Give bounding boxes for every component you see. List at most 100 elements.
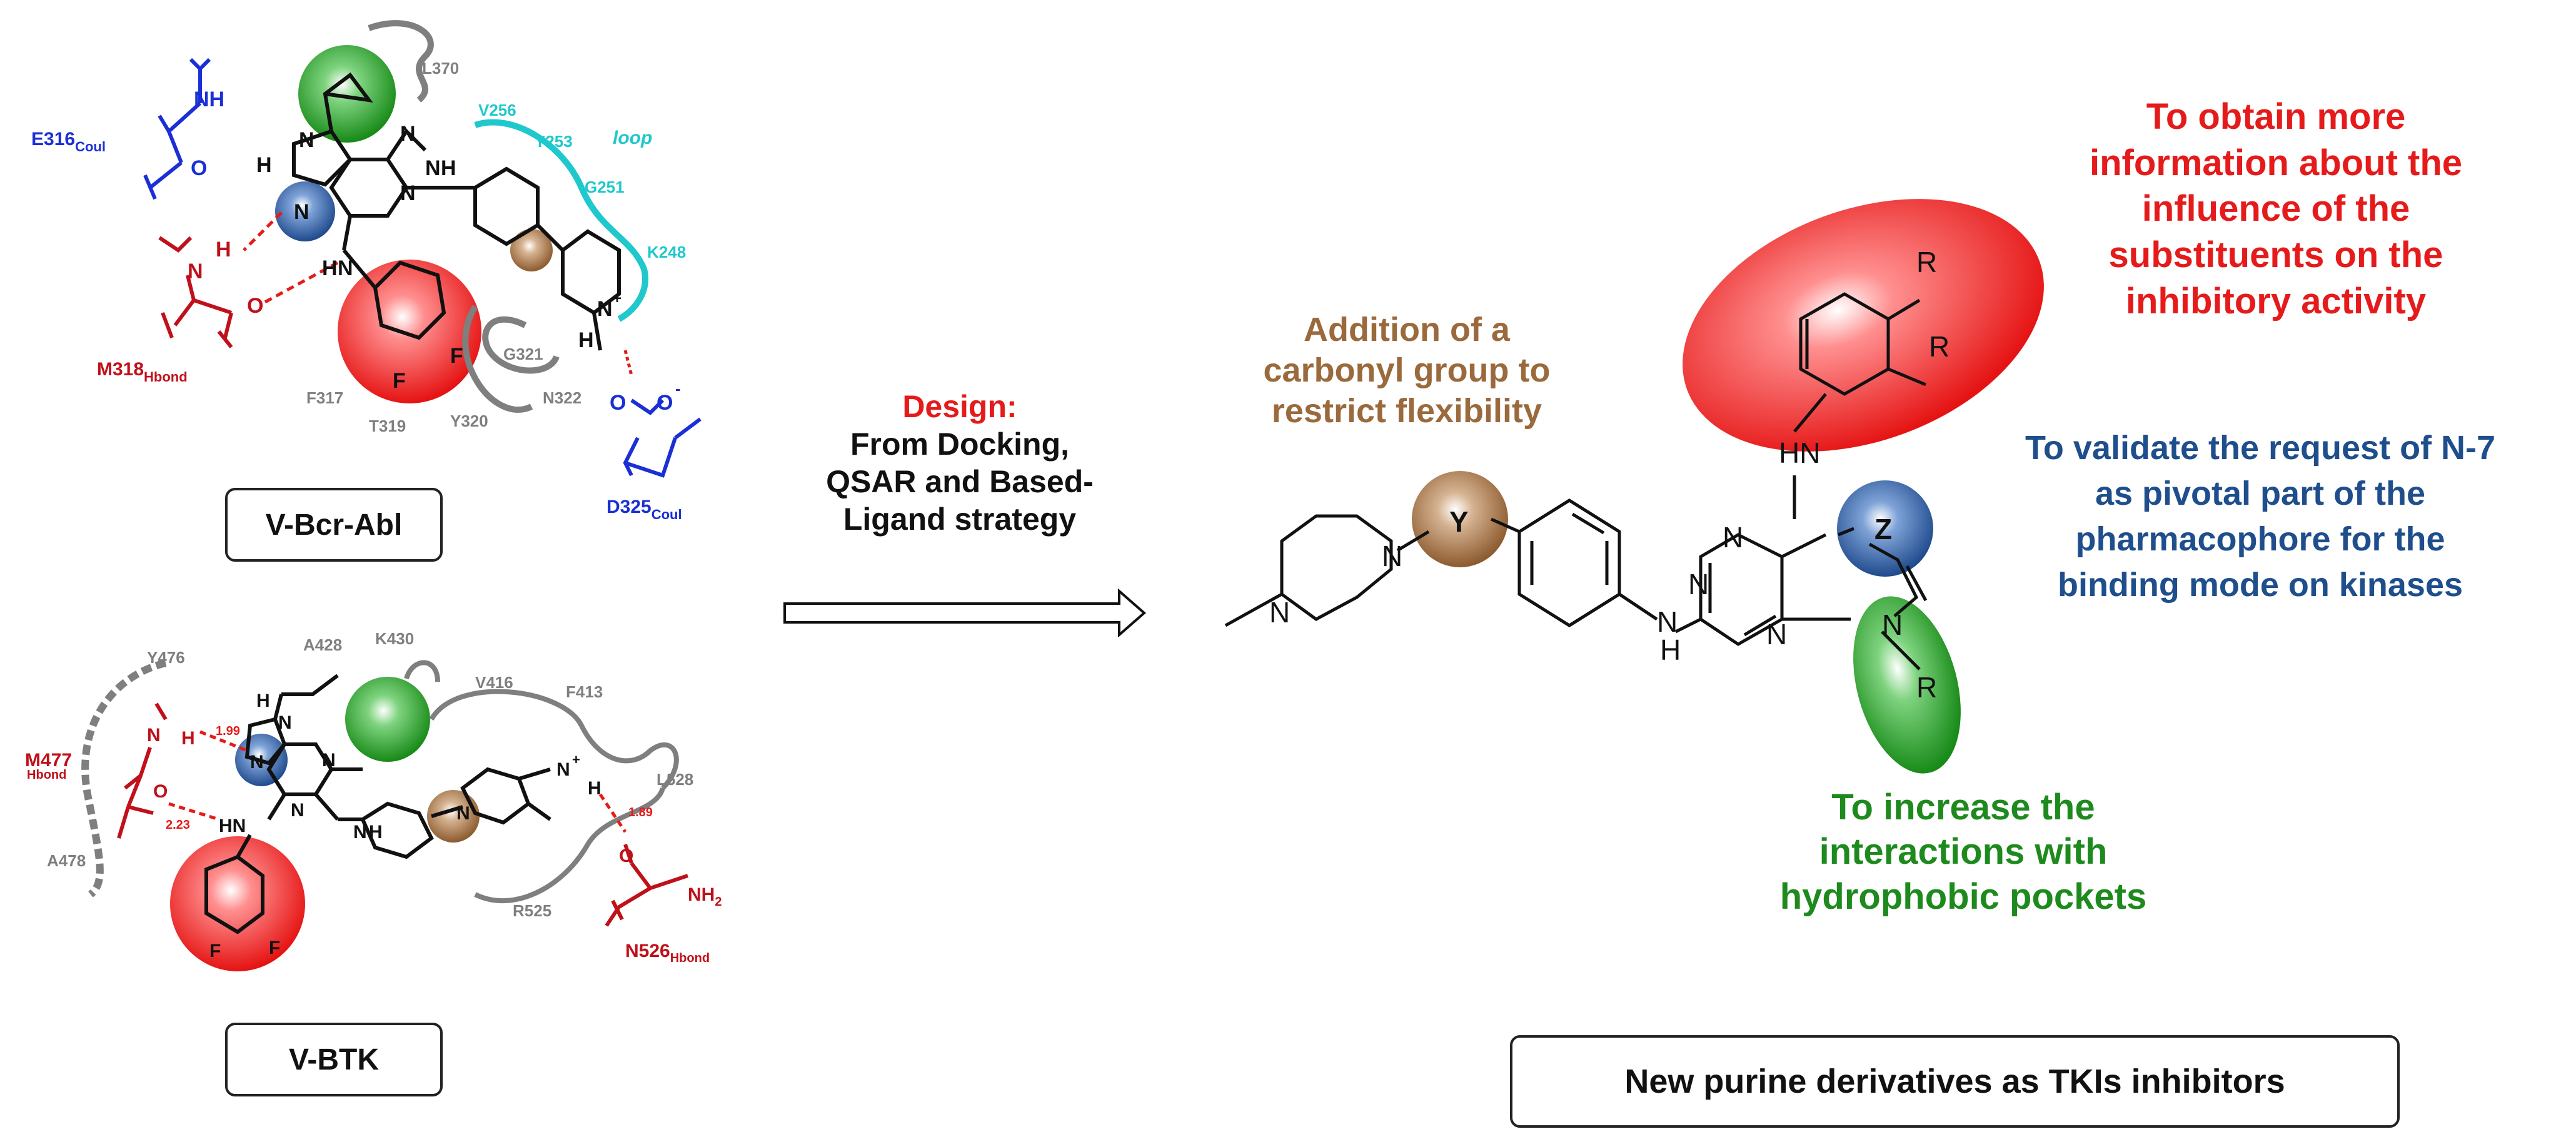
bcr-abl-panel: H N N N N H N N H F F N + H NH O O O - N… <box>31 20 702 522</box>
difluorophenyl-blob <box>338 260 481 403</box>
label-d325: D325Coul <box>606 497 682 522</box>
atom-n-link: N <box>425 156 441 180</box>
new-atom-n-pyr3: N <box>1766 618 1787 650</box>
btk-atom-n-pur1: N <box>322 750 336 771</box>
atom-f1: F <box>393 369 406 393</box>
validate-line-1: To validate the request of N-7 <box>2025 429 2496 467</box>
addition-line-3: restrict flexibility <box>1271 392 1542 430</box>
increase-line-3: hydrophobic pockets <box>1779 876 2147 917</box>
atom-n9: N <box>299 128 314 152</box>
btk-label-y476: Y476 <box>147 648 185 667</box>
new-atom-n-link: N <box>1657 605 1678 638</box>
z-position-blob <box>1837 480 1933 577</box>
btk-label-l528: L528 <box>657 770 693 789</box>
atom-plus: + <box>613 290 621 307</box>
n7-blob <box>275 181 335 241</box>
addition-text: Addition of a carbonyl group to restrict… <box>1213 310 1601 431</box>
label-loop: loop <box>613 128 652 148</box>
atom-h-pip: H <box>578 328 594 352</box>
btk-label-v416: V416 <box>475 673 513 692</box>
btk-dist-3: 1.89 <box>628 806 653 819</box>
obtain-line-5: inhibitory activity <box>2125 280 2427 321</box>
bcr-abl-label-box: V-Bcr-Abl <box>225 488 443 562</box>
btk-atom-h-pip: H <box>588 778 601 799</box>
btk-atom-f2: F <box>269 938 280 958</box>
label-v256: V256 <box>478 101 516 119</box>
bottom-caption: New purine derivatives as TKIs inhibitor… <box>1624 1063 2285 1100</box>
validate-line-4: binding mode on kinases <box>2057 565 2463 604</box>
atom-o-minus: O <box>657 391 673 415</box>
btk-label: V-BTK <box>289 1043 379 1076</box>
increase-line-1: To increase the <box>1831 787 2095 828</box>
new-scaffold-panel: N N Y N H N N N HN Z N R R R <box>1224 199 2044 774</box>
btk-atom-n-pip: N <box>456 803 470 824</box>
atom-h-anil: H <box>322 256 338 280</box>
design-text-block: Design: From Docking, QSAR and Based- Li… <box>810 388 1110 538</box>
label-k248: K248 <box>647 243 686 261</box>
bottom-caption-box: New purine derivatives as TKIs inhibitor… <box>1510 1035 2400 1128</box>
atom-o-e316: O <box>191 156 207 180</box>
design-line-3: Ligand strategy <box>843 502 1077 537</box>
label-n322: N322 <box>543 388 581 407</box>
atom-n-ring-a: N <box>400 122 416 146</box>
piperazine-blob <box>510 229 553 271</box>
increase-text: To increase the interactions with hydrop… <box>1738 785 2188 919</box>
design-line-2: QSAR and Based- <box>826 464 1094 499</box>
label-e316: E316Coul <box>31 129 106 154</box>
btk-label-r525: R525 <box>513 901 551 920</box>
btk-cyclopropyl-blob <box>345 677 430 762</box>
atom-o-m318: O <box>247 294 263 318</box>
validate-text: To validate the request of N-7 as pivota… <box>1979 425 2542 608</box>
atom-h8: H <box>256 153 272 177</box>
atom-h-m318: H <box>216 238 231 261</box>
label-y320: Y320 <box>450 412 488 430</box>
new-atom-z: Z <box>1874 513 1892 545</box>
atom-f2: F <box>450 344 463 368</box>
obtain-line-1: To obtain more <box>2146 96 2406 137</box>
increase-line-2: interactions with <box>1819 831 2108 873</box>
btk-dist-2: 2.23 <box>166 818 190 832</box>
btk-atom-n-link: N <box>353 822 367 843</box>
btk-atom-n7: N <box>250 752 264 772</box>
cyclopropyl-blob <box>298 45 396 143</box>
btk-atom-o-amide: O <box>619 846 633 866</box>
new-atom-n9: N <box>1882 609 1903 641</box>
label-t319: T319 <box>369 417 406 435</box>
validate-line-3: pharmacophore for the <box>2075 520 2445 558</box>
atom-minus: - <box>675 379 681 398</box>
atom-n-plus: N <box>597 297 613 321</box>
design-label: Design: <box>902 389 1017 424</box>
obtain-line-4: substituents on the <box>2108 234 2443 275</box>
atom-hn-anil: N <box>338 256 353 280</box>
btk-label-a428: A428 <box>303 635 342 654</box>
btk-atom-h-m: H <box>181 728 195 749</box>
design-line-1: From Docking, <box>850 427 1070 462</box>
label-l370: L370 <box>422 59 459 78</box>
btk-panel: H N N N N HN N H N N + H F F N H O O NH2… <box>25 629 722 971</box>
obtain-line-3: influence of the <box>2141 188 2410 230</box>
new-atom-n-pip2: N <box>1382 540 1402 572</box>
btk-label-k430: K430 <box>375 629 414 648</box>
addition-line-1: Addition of a <box>1304 311 1510 348</box>
new-atom-n-pyr1: N <box>1723 521 1743 554</box>
btk-label-box: V-BTK <box>225 1023 443 1096</box>
new-atom-y: Y <box>1449 505 1469 538</box>
new-atom-r-top: R <box>1916 246 1937 278</box>
new-atom-r-n: R <box>1916 671 1937 704</box>
label-y253: Y253 <box>535 132 573 151</box>
btk-atom-n-m: N <box>147 725 161 746</box>
atom-n-ring-b: N <box>400 181 416 205</box>
atom-nh-top: NH <box>194 88 224 111</box>
atom-o-asp: O <box>610 391 626 415</box>
obtain-line-2: information about the <box>2089 142 2463 183</box>
btk-difluorophenyl-blob <box>170 836 305 971</box>
btk-label-f413: F413 <box>566 682 603 701</box>
btk-atom-nh2: NH2 <box>688 884 722 909</box>
bcr-abl-label: V-Bcr-Abl <box>265 508 403 542</box>
new-atom-n-pyr2: N <box>1688 568 1709 600</box>
label-g251: G251 <box>585 178 625 196</box>
label-f317: F317 <box>306 388 343 407</box>
y-linker-blob <box>1412 471 1508 567</box>
